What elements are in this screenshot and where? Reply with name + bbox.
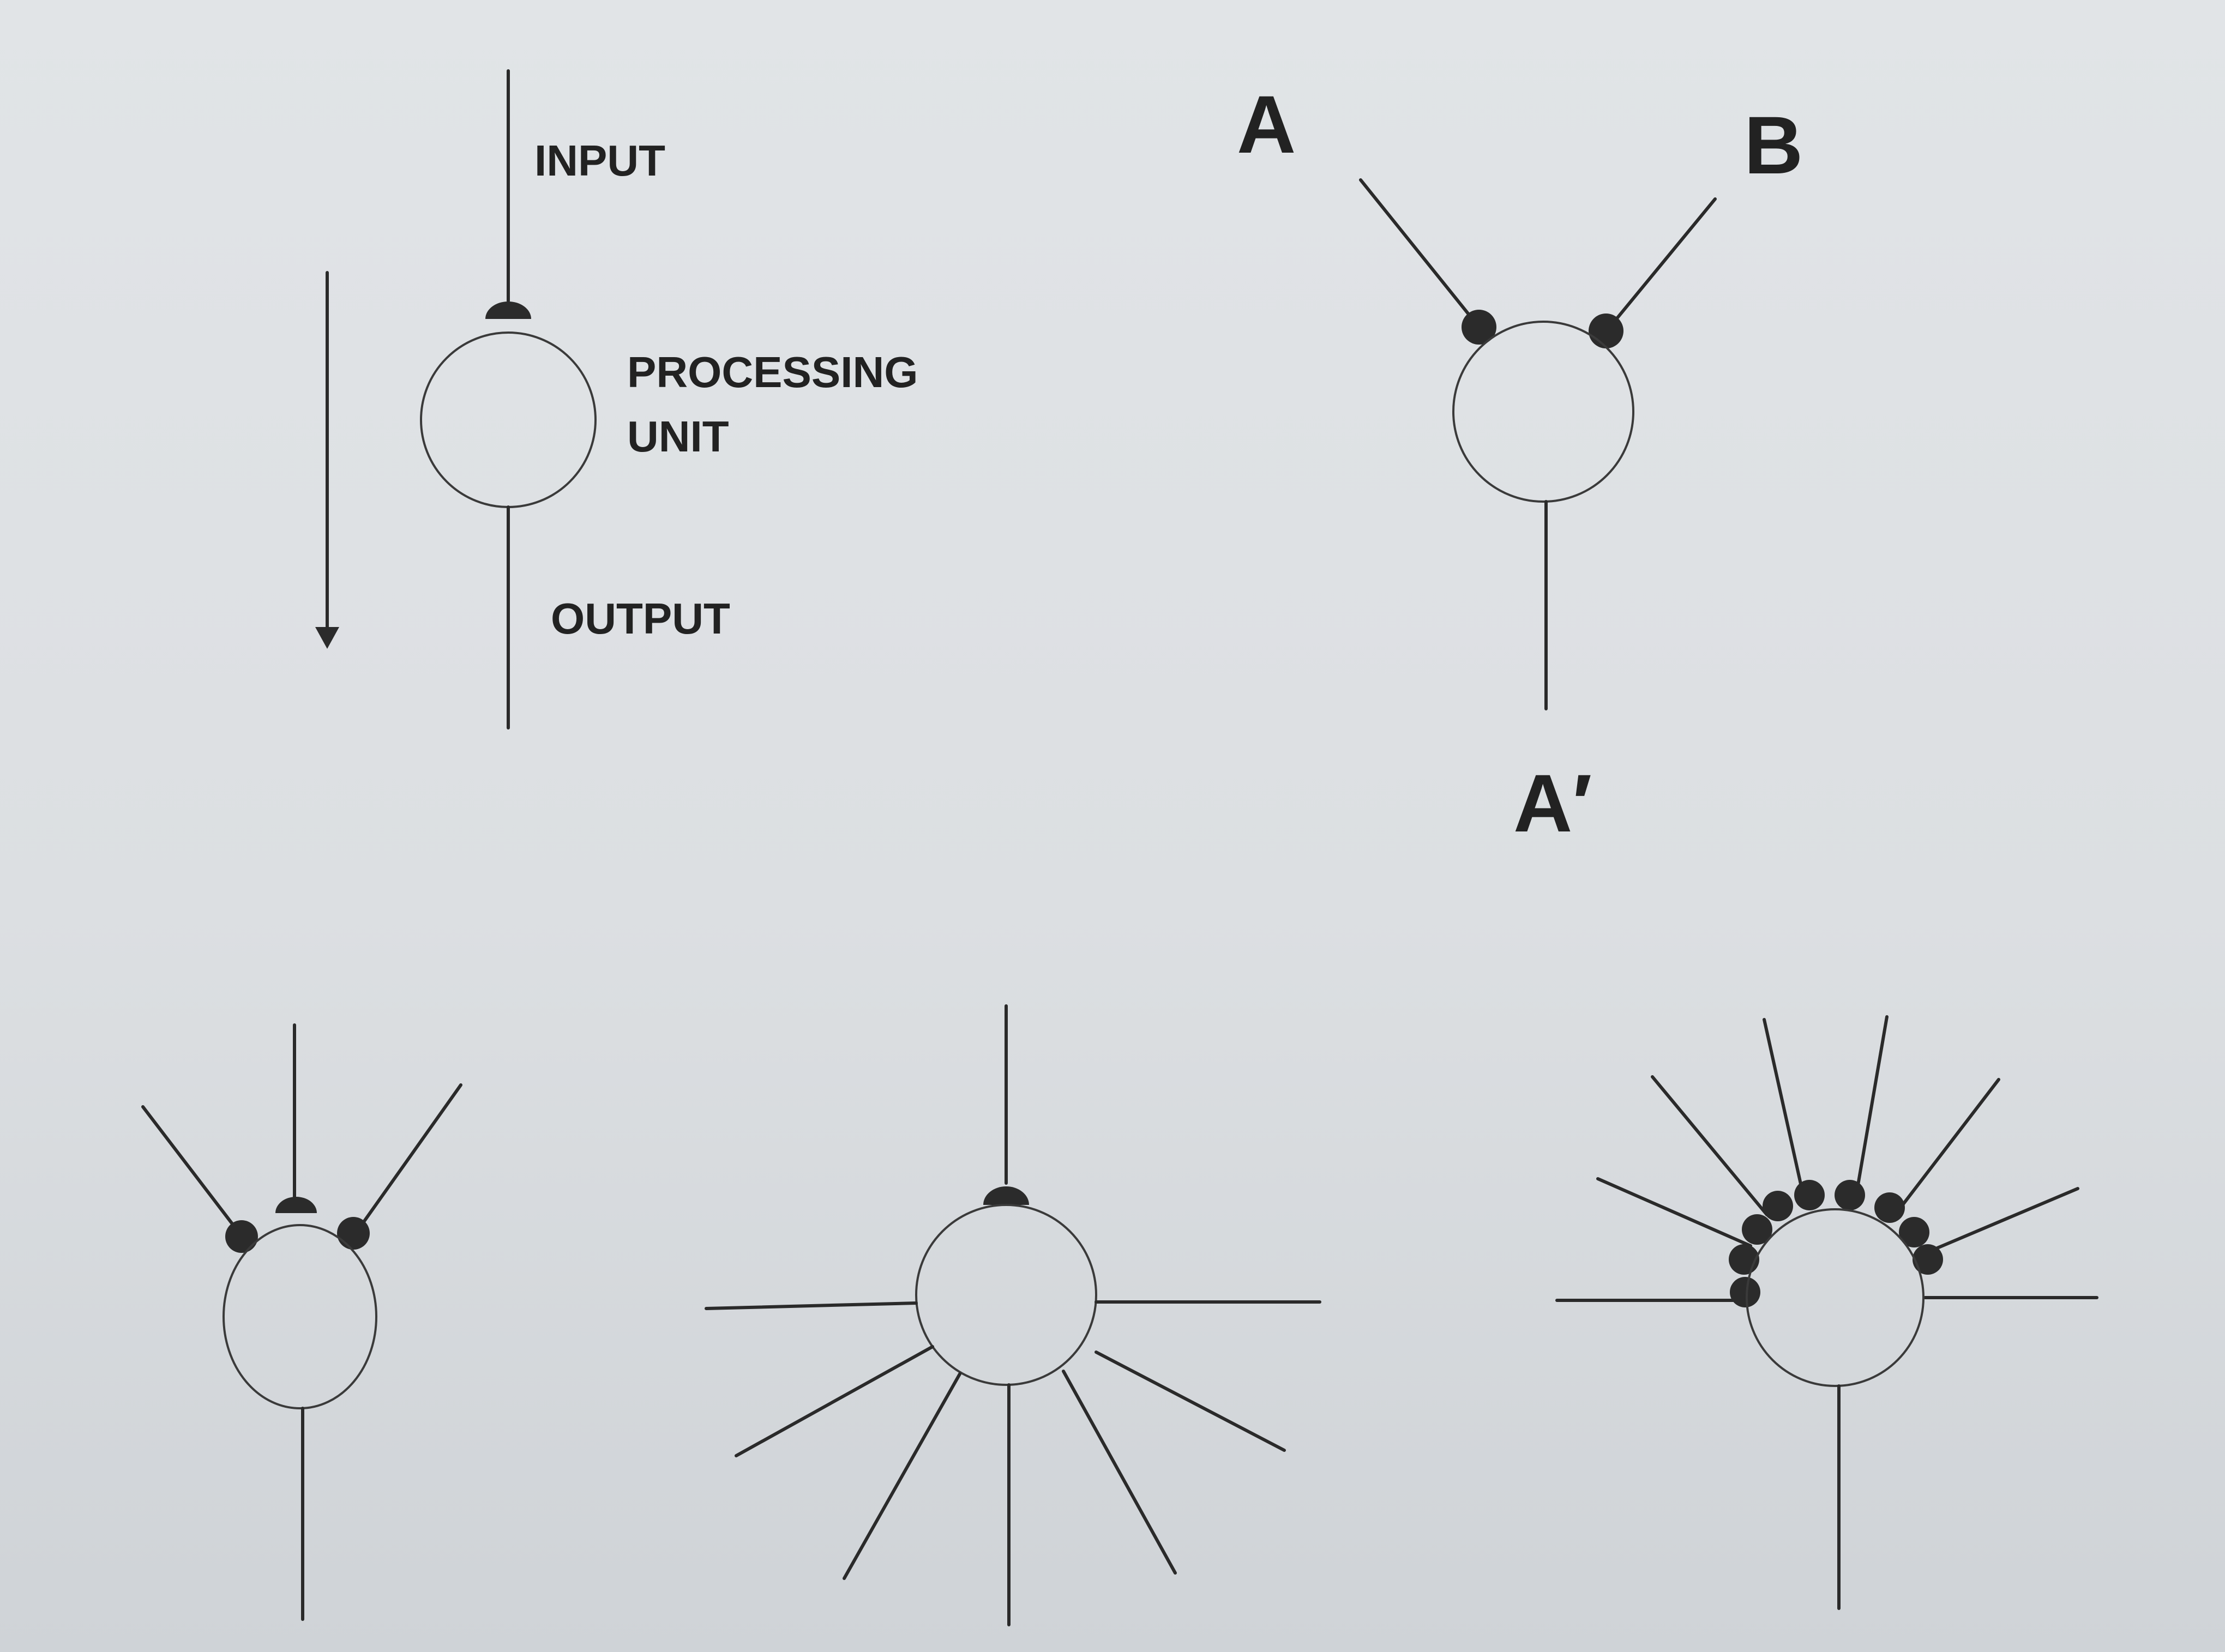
convergent-input-line	[356, 1083, 462, 1233]
label-a-prime: A′	[1513, 757, 1592, 849]
processing-label-line2: UNIT	[627, 412, 729, 461]
many-synapse	[1742, 1214, 1772, 1245]
divergent-synapse	[983, 1186, 1029, 1205]
output-label: OUTPUT	[551, 594, 730, 643]
divergent-output-line	[1095, 1350, 1286, 1452]
divergent-output-line	[705, 1301, 918, 1310]
divergent-unit-circle	[915, 1204, 1097, 1386]
processing-unit-circle	[420, 331, 597, 508]
many-input-line	[1596, 1177, 1752, 1247]
many-synapse	[1874, 1192, 1905, 1223]
flow-arrow-head	[315, 627, 339, 649]
panel-divergence	[705, 1004, 1321, 1626]
many-input-line	[1855, 1015, 1889, 1193]
divergent-output-line	[843, 1372, 961, 1580]
input-label: INPUT	[534, 136, 665, 185]
input-synapse	[485, 302, 531, 319]
label-b: B	[1744, 99, 1803, 191]
label-a: A	[1237, 79, 1296, 170]
many-synapse	[1730, 1277, 1760, 1307]
many-input-line	[1899, 1078, 2000, 1209]
panel-processing-unit: INPUT PROCESSING UNIT OUTPUT	[315, 69, 918, 729]
many-input-line	[1651, 1075, 1769, 1216]
many-input-line	[1934, 1187, 2079, 1250]
panel-convergence	[141, 1023, 462, 1621]
convergent-unit-circle	[222, 1224, 377, 1409]
input-a-line	[1359, 178, 1474, 321]
convergent-synapse	[275, 1197, 317, 1213]
many-input-unit-circle	[1746, 1208, 1925, 1387]
unit-ab-circle	[1452, 321, 1634, 503]
synapse-b	[1589, 313, 1623, 348]
many-synapse	[1899, 1217, 1929, 1247]
many-synapses	[1729, 1180, 1943, 1307]
panel-two-inputs: A B A′	[1237, 79, 1803, 849]
many-synapse	[1763, 1191, 1793, 1221]
many-synapse	[1835, 1180, 1865, 1210]
divergent-output-line	[1062, 1370, 1177, 1575]
convergent-synapse	[225, 1220, 258, 1253]
convergent-input-line	[141, 1105, 236, 1228]
synapse-a	[1462, 310, 1496, 345]
many-synapse	[1913, 1244, 1943, 1275]
panel-many-inputs	[1555, 1015, 2098, 1610]
many-input-line	[1763, 1018, 1804, 1193]
processing-label-line1: PROCESSING	[627, 348, 918, 396]
many-synapse	[1794, 1180, 1825, 1210]
input-b-line	[1613, 197, 1717, 323]
divergent-output-line	[735, 1345, 934, 1457]
convergent-synapse	[337, 1217, 370, 1250]
